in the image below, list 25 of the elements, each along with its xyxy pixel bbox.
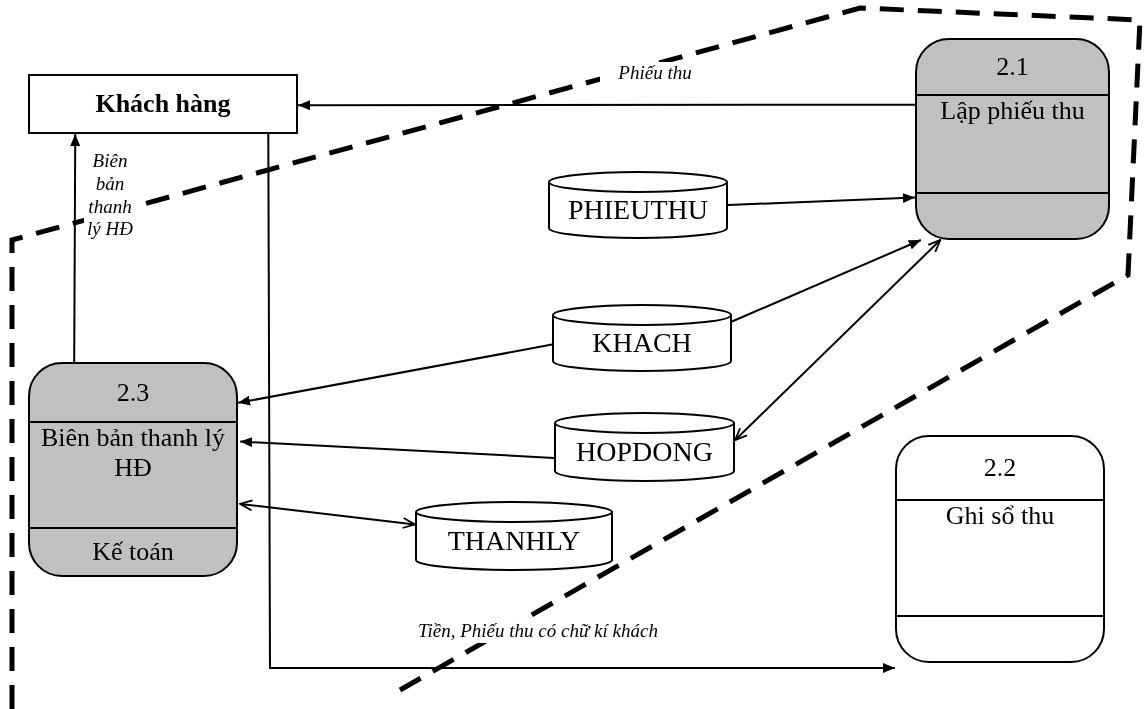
arrow (731, 239, 922, 323)
process-name: Biên bản thanh lý HĐ (39, 423, 227, 483)
process-number: 2.3 (116, 377, 150, 408)
process-number: 2.2 (983, 453, 1017, 483)
process-box (915, 38, 1110, 240)
arrow (239, 499, 416, 529)
process-box (28, 362, 238, 577)
arrow (70, 133, 81, 363)
data-store-name: HOPDONG (576, 435, 713, 468)
arrow (239, 437, 555, 459)
process-name: Ghi sổ thu (945, 501, 1055, 531)
arrow (237, 343, 553, 406)
process-name: Lập phiếu thu (940, 96, 1085, 126)
process-actor: Kế toán (92, 537, 174, 567)
arrow (734, 239, 942, 442)
data-store-name: KHACH (592, 326, 692, 359)
entity-name: Khách hàng (95, 89, 231, 119)
arrow (727, 193, 916, 206)
arrow (267, 133, 896, 673)
data-store-name: PHIEUTHU (568, 193, 708, 226)
arrow (297, 100, 916, 111)
entity-box (28, 74, 298, 134)
process-number: 2.1 (996, 52, 1029, 82)
data-store-name: THANHLY (447, 524, 581, 557)
process-box (895, 435, 1105, 663)
